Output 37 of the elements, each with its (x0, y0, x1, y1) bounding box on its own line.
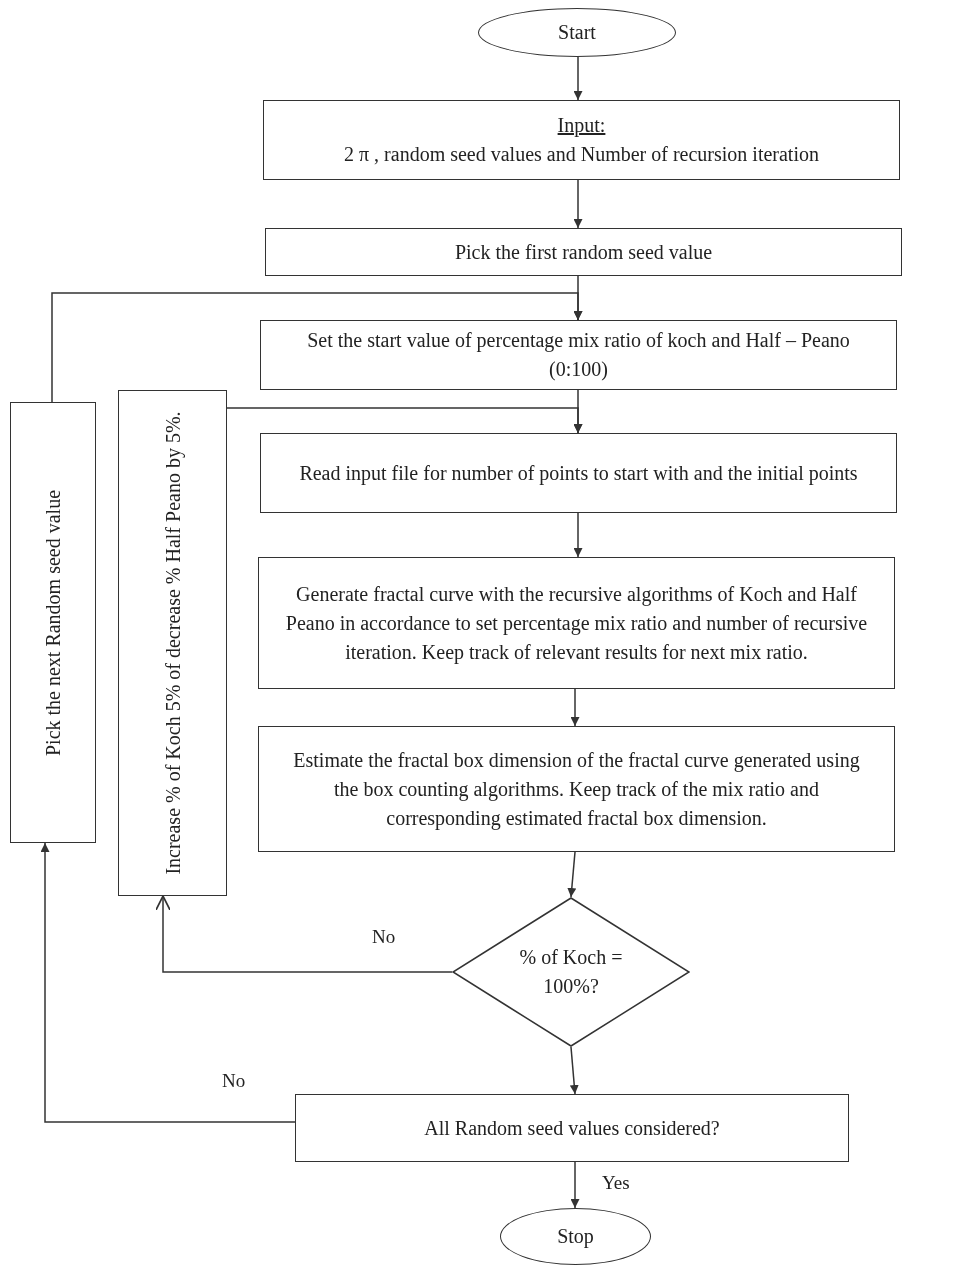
process-box (10, 402, 96, 843)
process-box (118, 390, 227, 896)
process-box (263, 100, 900, 180)
process-box (295, 1094, 849, 1162)
box-text: Set the start value of percentage mix ratio of koch and Half – Peano (0:100) (306, 328, 851, 383)
arrow (51, 292, 583, 403)
box-text: % of Koch = 100%? (518, 945, 624, 999)
arrow (40, 842, 296, 1123)
box-text: Generate fractal curve with the recursive algorithms of Koch and Half Peano in accordance to set percentage mix ratio and number of recursive iteration. Keep track of relevant results for next mix ratio. (284, 581, 869, 666)
arrow (573, 179, 583, 229)
box-text: Pick the next Random seed value (40, 488, 65, 758)
box-text: Estimate the fractal box dimension of the fractal curve generated using the box counting algorithms. Keep track of the mix ratio and corresponding estimated fractal box dimension. (292, 747, 861, 832)
process-box (260, 320, 897, 390)
arrow (570, 688, 580, 727)
arrow (155, 895, 453, 973)
edge-label: Yes (602, 1172, 630, 1194)
terminal-oval (500, 1208, 651, 1265)
process-box (258, 557, 895, 689)
box-text: Start (558, 20, 596, 45)
box-text: Increase % of Koch 5% of decrease % Half Peano by 5%. (160, 410, 186, 877)
process-box (260, 433, 897, 513)
edge-label: No (222, 1070, 246, 1092)
edge-label: No (372, 926, 396, 948)
process-box (258, 726, 895, 852)
arrow (573, 512, 583, 558)
arrow (569, 1046, 579, 1095)
arrow (567, 851, 577, 898)
box-text: 2 π , random seed values and Number of recursion iteration (344, 142, 819, 167)
arrow (573, 56, 583, 101)
box-text: Stop (557, 1224, 594, 1250)
box-heading: Input: (557, 113, 606, 139)
arrow (226, 407, 583, 434)
box-text: Pick the first random seed value (454, 239, 713, 265)
process-box (265, 228, 902, 276)
arrow (570, 1161, 580, 1209)
box-text: All Random seed values considered? (424, 1115, 720, 1141)
box-text: Read input file for number of points to start with and the initial points (299, 460, 858, 487)
